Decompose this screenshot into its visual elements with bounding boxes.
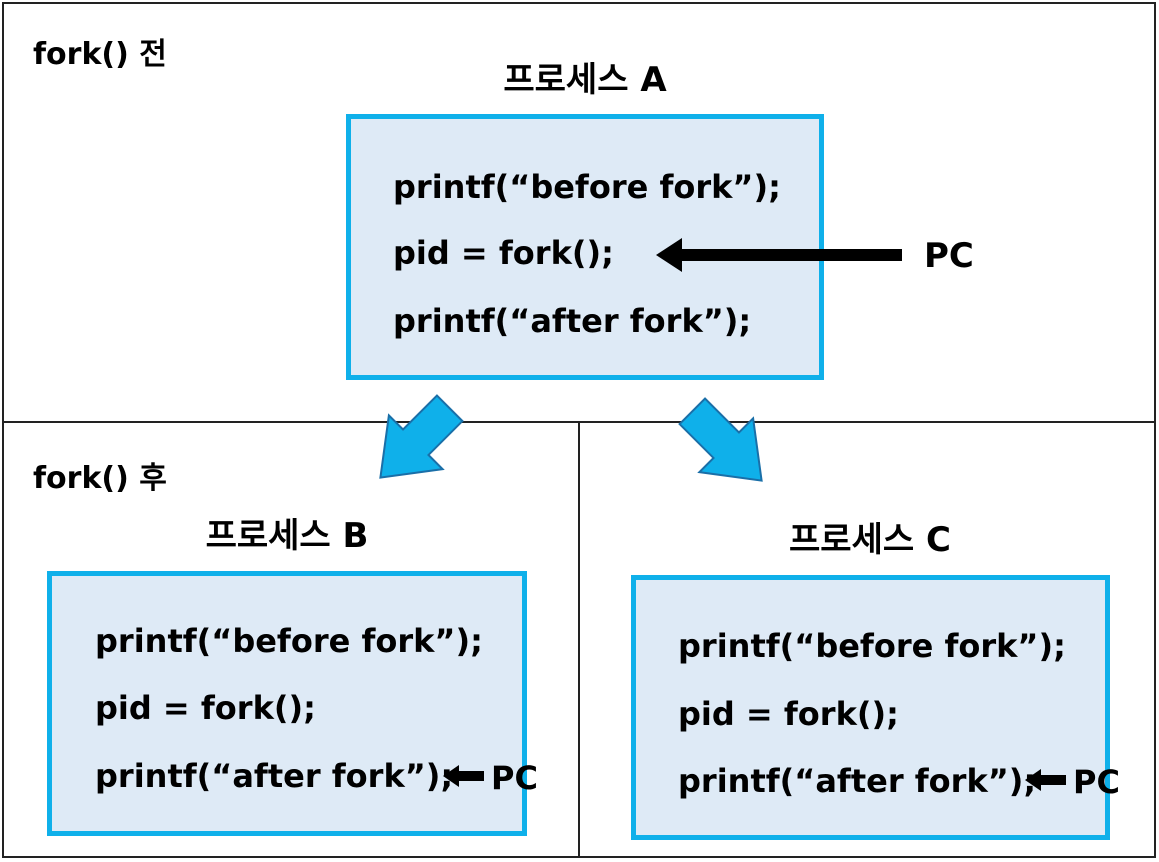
fork-arrow-to-b-icon [379,394,464,479]
process-b-pc-label: PC [491,759,538,797]
process-a-box: printf(“before fork”); pid = fork(); pri… [346,114,824,380]
pc-arrow-icon [1025,769,1066,791]
process-b-box: printf(“before fork”); pid = fork(); pri… [47,571,527,836]
process-a-line-1: printf(“before fork”); [393,168,781,206]
process-a-line-2: pid = fork(); [393,234,614,272]
process-c-line-1: printf(“before fork”); [678,627,1066,665]
process-a-pc-label: PC [924,236,974,276]
process-c-box: printf(“before fork”); pid = fork(); pri… [631,575,1110,840]
process-b-line-3: printf(“after fork”); [95,757,454,795]
process-a-title: 프로세스 A [503,60,667,100]
pc-arrow-icon [443,765,484,787]
process-a-line-3: printf(“after fork”); [393,302,752,340]
section-label-before: fork() 전 [33,37,167,72]
process-c-line-2: pid = fork(); [678,695,899,733]
process-b-title: 프로세스 B [205,516,369,556]
process-b-line-2: pid = fork(); [95,689,316,727]
process-c-line-3: printf(“after fork”); [678,762,1037,800]
fork-arrow-to-c-icon [678,397,763,482]
process-c-title: 프로세스 C [789,520,951,560]
process-b-line-1: printf(“before fork”); [95,622,483,660]
section-divider-vertical [578,422,580,858]
process-c-pc-label: PC [1073,763,1120,801]
section-label-after: fork() 후 [33,461,167,496]
pc-arrow-icon [656,238,902,272]
